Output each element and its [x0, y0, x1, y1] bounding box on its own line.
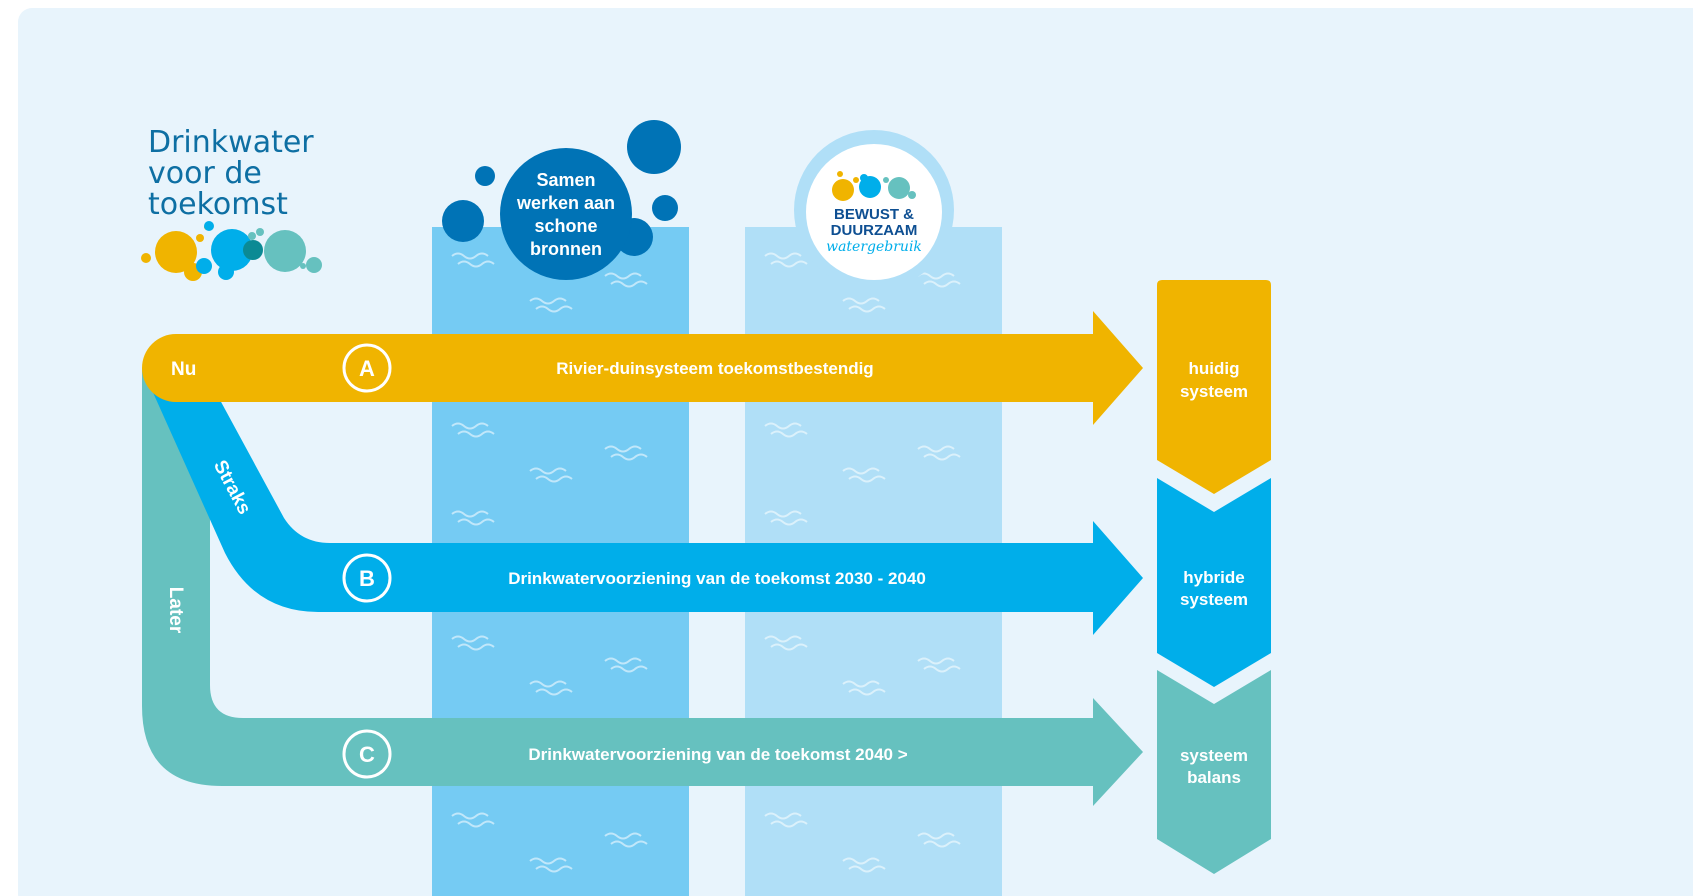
- route-c-letter-circle: [342, 729, 392, 779]
- system-a-line1: huidig: [1189, 359, 1240, 378]
- bubble-line3: schone: [534, 216, 597, 236]
- route-a-letter-circle: [342, 343, 392, 393]
- bubble-line4: bronnen: [530, 239, 602, 259]
- badge-disc: [806, 144, 942, 280]
- bubble-icon: [442, 120, 681, 280]
- route-b-letter: B: [359, 566, 375, 591]
- badge-line3: watergebruik: [826, 239, 922, 255]
- route-c-time: Later: [165, 587, 186, 634]
- logo-line2: voor de: [148, 156, 262, 191]
- route-a-label: Rivier-duinsysteem toekomstbestendig: [556, 359, 873, 378]
- route-b-band: [142, 368, 1143, 635]
- route-b-label: Drinkwatervoorziening van de toekomst 20…: [508, 569, 926, 588]
- route-c-band: [142, 368, 1143, 806]
- water-drop-logo-icon: [141, 221, 322, 281]
- system-chevron-c: [1157, 670, 1271, 874]
- route-a-letter: A: [359, 356, 375, 381]
- route-c-letter: C: [359, 742, 375, 767]
- route-a-time: Nu: [171, 359, 196, 380]
- system-a-line2: systeem: [1180, 382, 1248, 401]
- badge-line1: BEWUST &: [834, 206, 914, 223]
- system-b-line1: hybride: [1183, 568, 1244, 587]
- system-c-line1: systeem: [1180, 746, 1248, 765]
- system-chevron-b: [1157, 478, 1271, 687]
- system-c-line2: balans: [1187, 768, 1241, 787]
- route-b-letter-circle: [342, 553, 392, 603]
- system-chevron-a: [1157, 280, 1271, 494]
- badge-bubbles-icon: [832, 171, 916, 201]
- bubble-line1: Samen: [536, 170, 595, 190]
- badge-line2: DUURZAAM: [831, 222, 918, 239]
- system-b-line2: systeem: [1180, 590, 1248, 609]
- route-a-band: [142, 311, 1143, 425]
- logo-line1: Drinkwater: [148, 125, 314, 160]
- route-c-label: Drinkwatervoorziening van de toekomst 20…: [528, 745, 907, 764]
- logo-line3: toekomst: [148, 187, 288, 222]
- bubble-line2: werken aan: [516, 193, 615, 213]
